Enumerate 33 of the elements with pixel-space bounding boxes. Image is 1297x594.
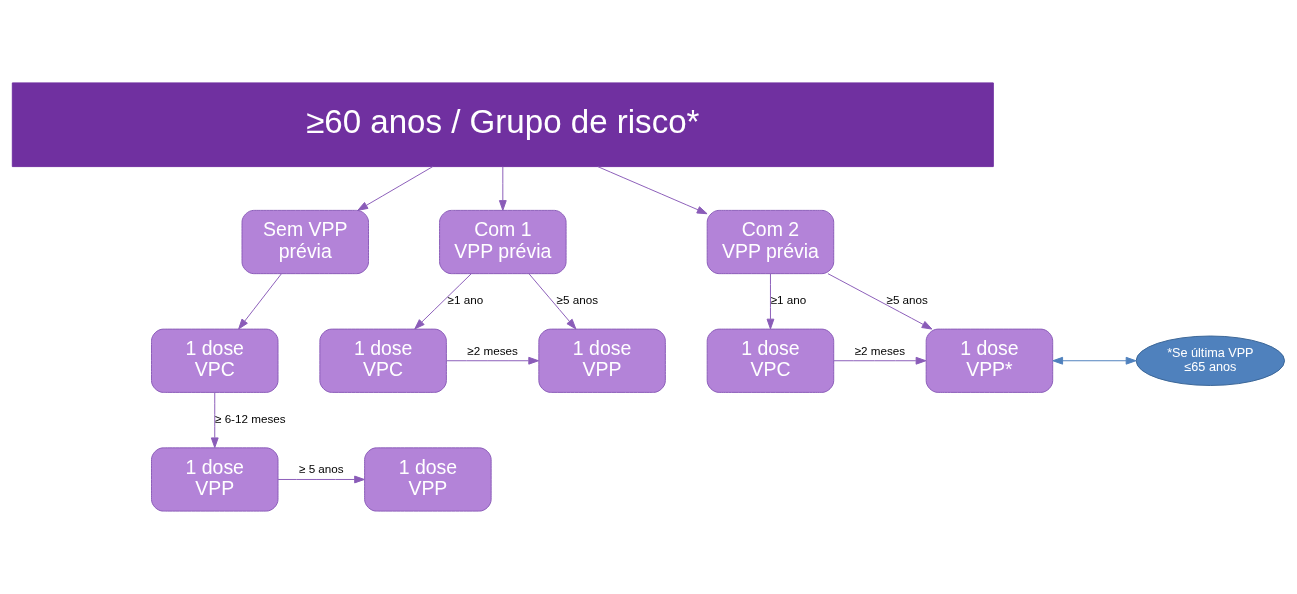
arrow <box>766 273 775 330</box>
node-box: 1 dose VPP <box>538 328 666 393</box>
edge-label: ≥5 anos <box>886 293 928 307</box>
arrow <box>597 166 708 215</box>
node-box: Sem VPP prévia <box>241 209 369 275</box>
arrow <box>238 273 282 330</box>
arrow <box>445 356 539 365</box>
node-box: 1 dose VPP <box>151 447 279 512</box>
edge-label: ≥1 ano <box>770 293 807 307</box>
arrow <box>1052 356 1137 365</box>
arrow <box>833 356 927 365</box>
arrow <box>414 273 472 330</box>
arrow <box>827 273 933 330</box>
arrow <box>357 166 434 211</box>
edge-label: ≥ 6-12 meses <box>215 412 286 426</box>
node-box: 1 dose VPP <box>364 447 492 512</box>
arrow <box>277 475 365 484</box>
edge-label: ≥5 anos <box>556 293 598 307</box>
node-ellipse: *Se última VPP ≤65 anos <box>1135 335 1286 386</box>
edge-label: ≥1 ano <box>447 293 484 307</box>
arrow <box>498 166 507 211</box>
node-box: 1 dose VPP* <box>925 328 1054 393</box>
arrow <box>528 273 577 330</box>
edge-label: ≥2 meses <box>854 343 906 357</box>
node-box: 1 dose VPC <box>706 328 835 393</box>
edge-label: ≥2 meses <box>467 343 518 357</box>
node-box: Com 1 VPP prévia <box>439 209 567 275</box>
edge-label: ≥ 5 anos <box>299 462 344 476</box>
node-box: 1 dose VPC <box>319 328 447 393</box>
arrow <box>210 391 219 449</box>
node-box: ≥60 anos / Grupo de risco* <box>11 82 994 168</box>
node-box: 1 dose VPC <box>151 328 279 393</box>
node-box: Com 2 VPP prévia <box>706 209 835 275</box>
